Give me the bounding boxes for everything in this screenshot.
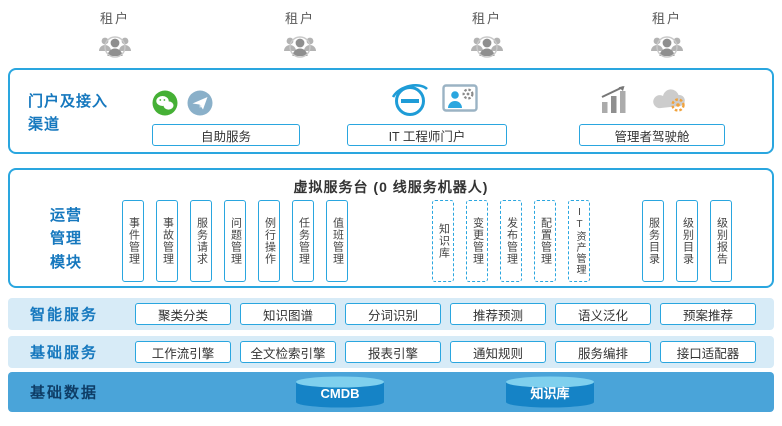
chip-clustering: 聚类分类 — [135, 303, 231, 325]
module-duty-mgmt: 值班管理 — [326, 200, 348, 282]
tenant-label: 租户 — [284, 11, 315, 26]
chip-notification-rules: 通知规则 — [450, 341, 546, 363]
basic-services-label: 基础服务 — [30, 344, 99, 362]
tenant-label: 租户 — [99, 11, 130, 26]
wechat-icon — [152, 90, 178, 116]
operations-section-label: 运营 管理 模块 — [50, 207, 83, 271]
engineer-portal-icon — [442, 84, 478, 114]
chip-workflow-engine: 工作流引擎 — [135, 341, 231, 363]
smart-services-band: 智能服务 聚类分类 知识图谱 分词识别 推荐预测 语义泛化 预案推荐 — [8, 298, 774, 330]
tenant-group-icon — [468, 33, 506, 60]
chip-word-segmentation: 分词识别 — [345, 303, 441, 325]
module-problem-mgmt: 问题管理 — [224, 200, 246, 282]
chip-interface-adapter: 接口适配器 — [660, 341, 756, 363]
module-service-request: 服务请求 — [190, 200, 212, 282]
manager-cockpit-button: 管理者驾驶舱 — [579, 124, 725, 146]
module-event-mgmt: 事件管理 — [122, 200, 144, 282]
module-release-mgmt: 发布管理 — [500, 200, 522, 282]
module-incident-mgmt: 事故管理 — [156, 200, 178, 282]
tenant-label: 租户 — [471, 11, 502, 26]
module-change-mgmt: 变更管理 — [466, 200, 488, 282]
chip-knowledge-graph: 知识图谱 — [240, 303, 336, 325]
module-level-report: 级别报告 — [710, 200, 732, 282]
chip-service-orchestration: 服务编排 — [555, 341, 651, 363]
chip-report-engine: 报表引擎 — [345, 341, 441, 363]
tenant-group-icon — [96, 33, 134, 60]
basic-services-band: 基础服务 工作流引擎 全文检索引擎 报表引擎 通知规则 服务编排 接口适配器 — [8, 336, 774, 368]
chip-semantic-generalization: 语义泛化 — [555, 303, 651, 325]
knowledge-base-database-icon: 知识库 — [505, 376, 595, 413]
portal-section: 门户及接入 渠道 自助服务 IT 工程师门户 管理者驾驶舱 — [8, 68, 774, 154]
module-knowledge-base: 知识库 — [432, 200, 454, 282]
tenant-block: 租户 — [255, 8, 345, 65]
chip-fulltext-search-engine: 全文检索引擎 — [240, 341, 336, 363]
module-it-asset-mgmt: IT资产管理 — [568, 200, 590, 282]
module-service-catalog: 服务目录 — [642, 200, 664, 282]
svg-text:CMDB: CMDB — [321, 386, 360, 401]
chip-plan-recommendation: 预案推荐 — [660, 303, 756, 325]
tenant-group-icon — [281, 33, 319, 60]
paper-plane-icon — [187, 90, 213, 116]
it-engineer-portal-button: IT 工程师门户 — [347, 124, 507, 146]
cmdb-database-icon: CMDB — [295, 376, 385, 413]
portal-section-label: 门户及接入 渠道 — [28, 93, 109, 134]
module-routine-ops: 例行操作 — [258, 200, 280, 282]
ie-browser-icon — [390, 80, 430, 118]
svg-text:知识库: 知识库 — [530, 386, 569, 401]
bar-chart-icon — [599, 86, 631, 114]
module-task-mgmt: 任务管理 — [292, 200, 314, 282]
tenant-block: 租户 — [442, 8, 532, 65]
tenant-group-icon — [648, 33, 686, 60]
module-level-catalog: 级别目录 — [676, 200, 698, 282]
self-service-button: 自助服务 — [152, 124, 300, 146]
module-config-mgmt: 配置管理 — [534, 200, 556, 282]
chip-recommend-predict: 推荐预测 — [450, 303, 546, 325]
smart-services-label: 智能服务 — [30, 306, 99, 324]
cloud-gear-icon — [652, 86, 688, 114]
tenant-label: 租户 — [651, 11, 682, 26]
tenant-block: 租户 — [622, 8, 712, 65]
virtual-service-desk-title: 虚拟服务台 (0 线服务机器人) — [293, 179, 489, 195]
basic-data-band: 基础数据 CMDB 知识库 — [8, 372, 774, 412]
tenant-block: 租户 — [70, 8, 160, 65]
operations-section: 虚拟服务台 (0 线服务机器人) 运营 管理 模块 事件管理 事故管理 服务请求… — [8, 168, 774, 288]
basic-data-label: 基础数据 — [30, 384, 99, 402]
